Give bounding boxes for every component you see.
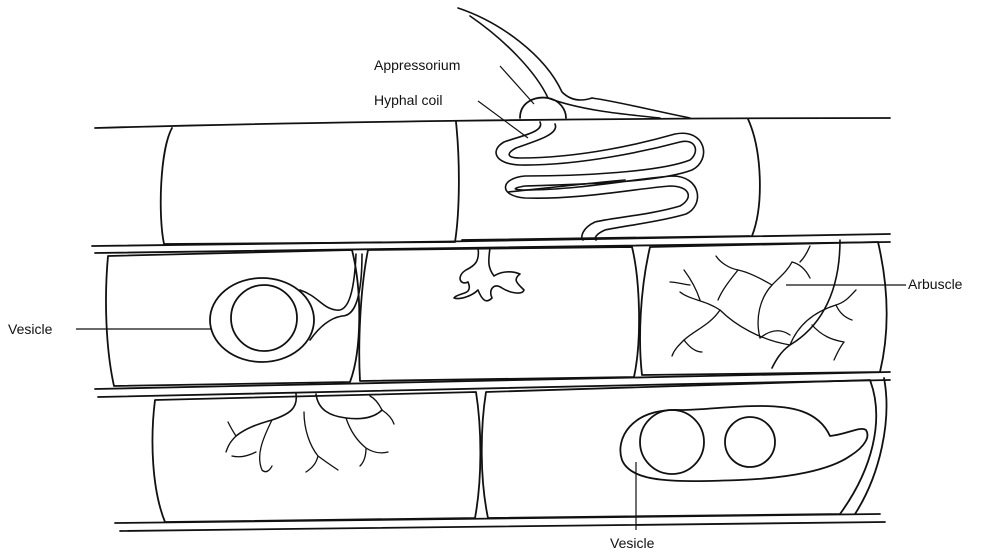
vesicle-left-stalk-2 — [310, 254, 362, 340]
arbuscule-trunk — [772, 240, 840, 368]
label-vesicle-bottom: Vesicle — [610, 535, 655, 551]
branch-mid-center — [454, 248, 524, 301]
branch-bottom-left-5 — [370, 396, 394, 424]
branch-bottom-left — [226, 394, 394, 472]
arbuscule-branch-5 — [758, 262, 792, 338]
label-arbuscule: Arbuscle — [908, 276, 963, 292]
row-divider-2-upper — [95, 372, 890, 389]
bottom-wall-lower — [120, 522, 885, 531]
arbuscule-branch-9 — [792, 246, 810, 278]
leader-appressorium — [500, 66, 534, 104]
labels: Appressorium Hyphal coil Arbuscle Vesicl… — [8, 57, 963, 551]
arbuscule-branch-4 — [812, 325, 844, 342]
cell-mid-center — [359, 247, 639, 381]
appressorium — [520, 98, 566, 118]
arbuscule-branch-10 — [834, 305, 852, 360]
bottom-row-cells — [152, 378, 886, 522]
label-vesicle-left: Vesicle — [8, 321, 53, 337]
cell-mid-left — [106, 250, 359, 386]
vesicle-left-outer — [210, 278, 314, 362]
epidermis-top-wall — [95, 118, 890, 128]
external-hyphae — [458, 8, 690, 118]
branch-bottom-left-trunk — [236, 394, 382, 436]
arbuscule-loop — [760, 331, 790, 338]
label-hyphal-coil: Hyphal coil — [374, 92, 442, 108]
cell-bottom-right — [482, 380, 876, 518]
coil-outer — [496, 122, 695, 240]
label-appressorium: Appressorium — [374, 57, 460, 73]
vesicle-bottom — [620, 406, 867, 481]
arbuscule-branch-1 — [680, 292, 790, 345]
middle-row-cells — [106, 242, 887, 386]
cell-bottom-left — [152, 392, 480, 522]
arbuscule-branch-11 — [672, 340, 702, 356]
cell-top-left — [161, 122, 459, 244]
hyphal-coil — [496, 122, 704, 240]
arbuscule-branch-7 — [718, 270, 738, 300]
arbuscule-branch-6 — [716, 256, 772, 285]
vesicle-bottom-circle-2 — [725, 417, 775, 467]
branch-bottom-left-4 — [346, 418, 388, 466]
arbuscule-branch-2 — [684, 310, 720, 340]
branch-mid-center-path — [454, 248, 524, 301]
arbuscule — [670, 240, 856, 368]
root-walls — [92, 118, 890, 531]
top-row-cells — [161, 119, 760, 244]
cell-bottom-right-wall-curve — [855, 378, 886, 514]
vesicle-middle — [210, 254, 362, 362]
vesicle-left-inner — [231, 285, 297, 351]
branch-bottom-left-2 — [226, 422, 236, 452]
vesicle-bottom-circle-1 — [640, 410, 704, 474]
branch-bottom-left-3 — [304, 412, 338, 472]
cell-mid-right — [640, 242, 887, 375]
hypha-to-right — [592, 98, 690, 118]
cell-top-middle-right-wall — [748, 119, 760, 236]
